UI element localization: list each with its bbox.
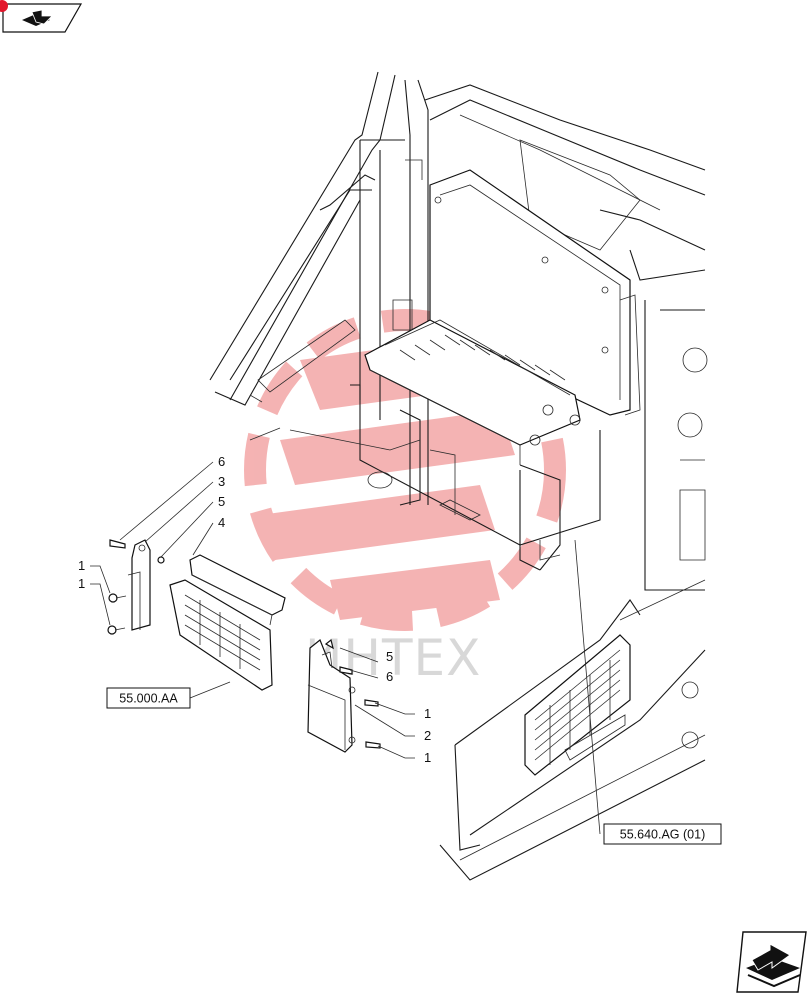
- ref-link-55-640-ag[interactable]: 55.640.AG (01): [603, 823, 722, 845]
- marker-dot: [0, 0, 8, 12]
- callout-1-right-upper: 1: [424, 706, 431, 721]
- callout-5-lower: 5: [386, 649, 393, 664]
- exploded-parts-left: [107, 539, 286, 691]
- callout-6-lower: 6: [386, 669, 393, 684]
- arrow-book-icon: [22, 9, 53, 26]
- leader-lines: [90, 461, 601, 835]
- ref-label-55-640-ag: 55.640.AG (01): [620, 828, 705, 842]
- arrow-book-icon: [746, 943, 801, 988]
- cab-structure: [209, 71, 708, 881]
- exploded-parts-middle: [307, 638, 381, 753]
- callout-1-right-lower: 1: [424, 750, 431, 765]
- callout-labels: 6 3 5 4 1 1 5 6 1 2 1: [78, 454, 431, 765]
- ref-link-55-000-aa[interactable]: 55.000.AA: [106, 687, 191, 709]
- bottom-nav-button[interactable]: [736, 931, 807, 993]
- callout-1-left-lower: 1: [78, 576, 85, 591]
- callout-1-left-upper: 1: [78, 558, 85, 573]
- callout-3: 3: [218, 474, 225, 489]
- ref-label-55-000-aa: 55.000.AA: [119, 692, 178, 706]
- top-nav-button[interactable]: [0, 0, 83, 33]
- callout-2: 2: [424, 728, 431, 743]
- callout-4: 4: [218, 515, 225, 530]
- callout-6-upper: 6: [218, 454, 225, 469]
- callout-5-upper: 5: [218, 494, 225, 509]
